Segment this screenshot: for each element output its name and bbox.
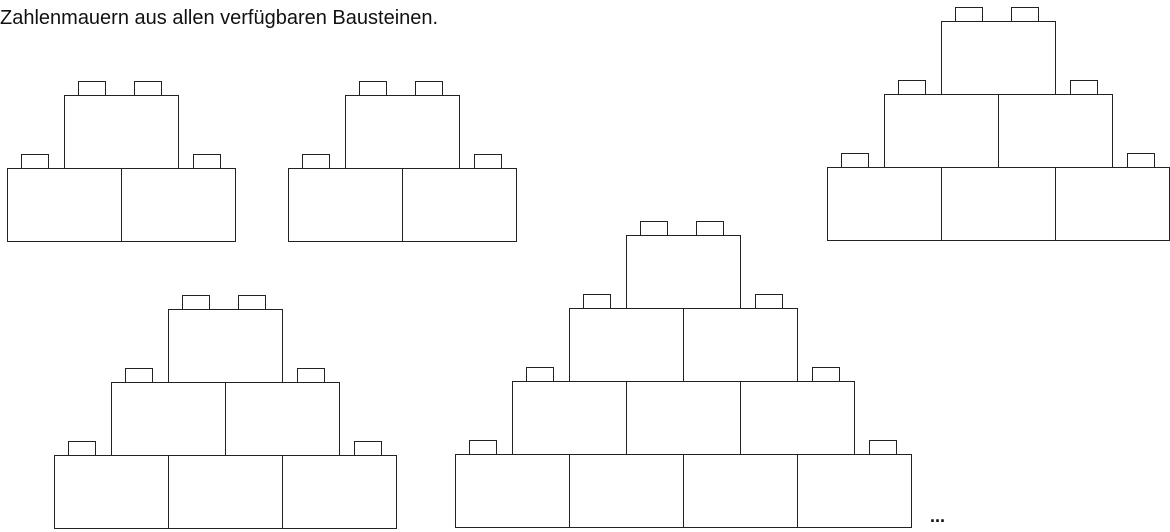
stud (302, 154, 330, 169)
stud (755, 294, 783, 309)
stud (469, 440, 497, 455)
instruction-text: Zahlenmauern aus allen verfügbaren Baust… (0, 6, 438, 30)
stud (474, 154, 502, 169)
brick (884, 94, 999, 168)
brick (402, 168, 517, 242)
stud (696, 221, 724, 236)
stud (1011, 7, 1039, 22)
brick (288, 168, 403, 242)
stud (359, 81, 387, 96)
brick (7, 168, 122, 242)
brick (512, 381, 627, 455)
brick (797, 454, 912, 528)
brick (941, 21, 1056, 95)
stud (955, 7, 983, 22)
brick (111, 382, 226, 456)
stud (640, 221, 668, 236)
brick (683, 454, 798, 528)
brick (740, 381, 855, 455)
brick (569, 454, 684, 528)
stud (297, 368, 325, 383)
brick (998, 94, 1113, 168)
stud (583, 294, 611, 309)
stud (68, 441, 96, 456)
brick (1055, 167, 1170, 241)
brick (345, 95, 460, 169)
stud (869, 440, 897, 455)
brick (168, 455, 283, 529)
stud (354, 441, 382, 456)
brick (64, 95, 179, 169)
stud (182, 295, 210, 310)
brick (827, 167, 942, 241)
brick (121, 168, 236, 242)
stud (1070, 80, 1098, 95)
brick (626, 381, 741, 455)
brick (168, 309, 283, 383)
brick (225, 382, 340, 456)
stud (21, 154, 49, 169)
continuation-ellipsis: ... (930, 506, 945, 526)
stud (193, 154, 221, 169)
stud (134, 81, 162, 96)
brick (683, 308, 798, 382)
brick (282, 455, 397, 529)
stud (898, 80, 926, 95)
stud (526, 367, 554, 382)
stud (812, 367, 840, 382)
stud (415, 81, 443, 96)
brick (941, 167, 1056, 241)
brick (54, 455, 169, 529)
brick (455, 454, 570, 528)
stud (125, 368, 153, 383)
stud (238, 295, 266, 310)
brick (626, 235, 741, 309)
brick (569, 308, 684, 382)
stud (1127, 153, 1155, 168)
stud (78, 81, 106, 96)
stud (841, 153, 869, 168)
